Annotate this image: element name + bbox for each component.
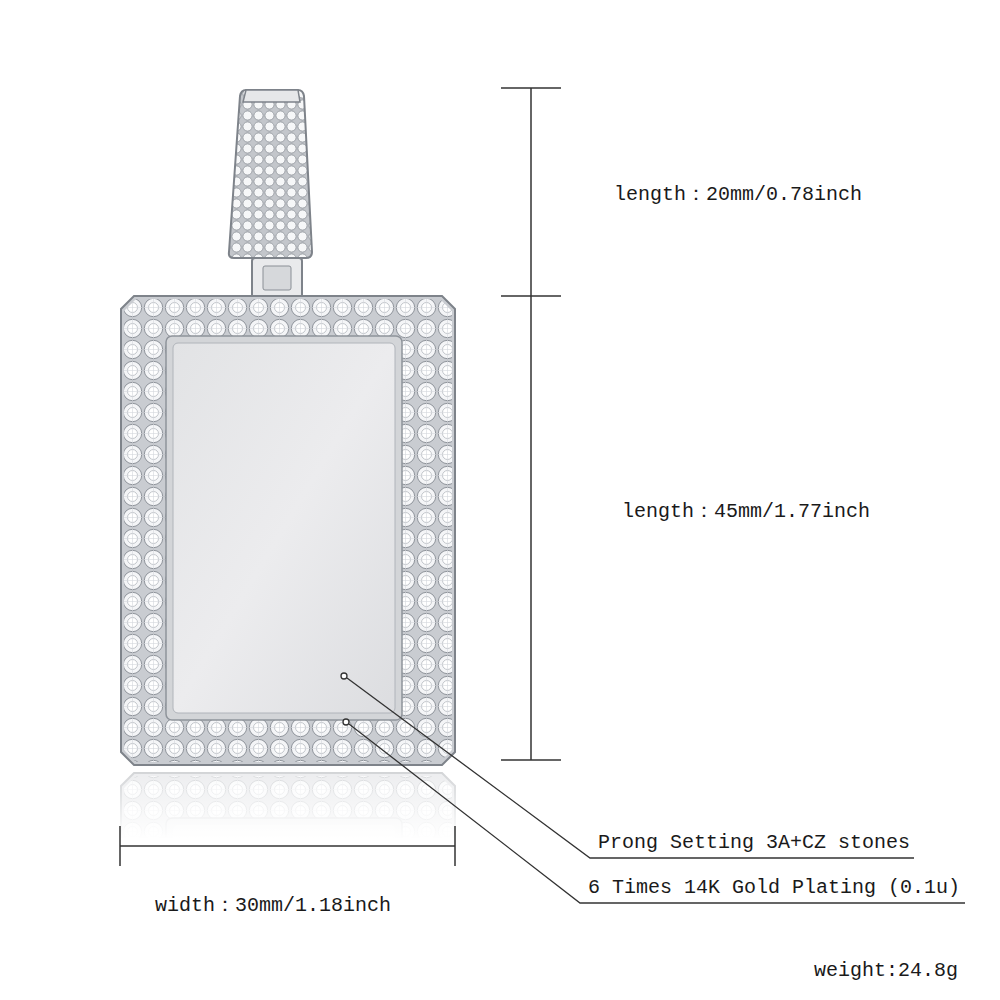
weight-label: weight:24.8g — [812, 959, 960, 983]
leader-lines — [341, 673, 965, 903]
dimension-label: width：30mm/1.18inch — [153, 894, 393, 918]
jump-link-hinge — [263, 266, 291, 290]
frame-outline — [121, 296, 455, 765]
photo-plate-rim — [166, 336, 402, 720]
jump-link — [252, 258, 302, 298]
bail-top — [243, 90, 300, 102]
photo-plate — [173, 343, 395, 713]
bail — [229, 90, 312, 258]
reflection-fade — [110, 768, 470, 840]
stone-ring — [124, 299, 452, 762]
dimension-lines — [120, 88, 561, 866]
callout-label: 6 Times 14K Gold Plating (0.1u) — [586, 876, 962, 900]
pendant-frame — [121, 296, 455, 765]
dimension-label: length：45mm/1.77inch — [620, 500, 872, 524]
dimension-label: length：20mm/0.78inch — [612, 183, 864, 207]
callout-label: Prong Setting 3A+CZ stones — [596, 831, 912, 855]
